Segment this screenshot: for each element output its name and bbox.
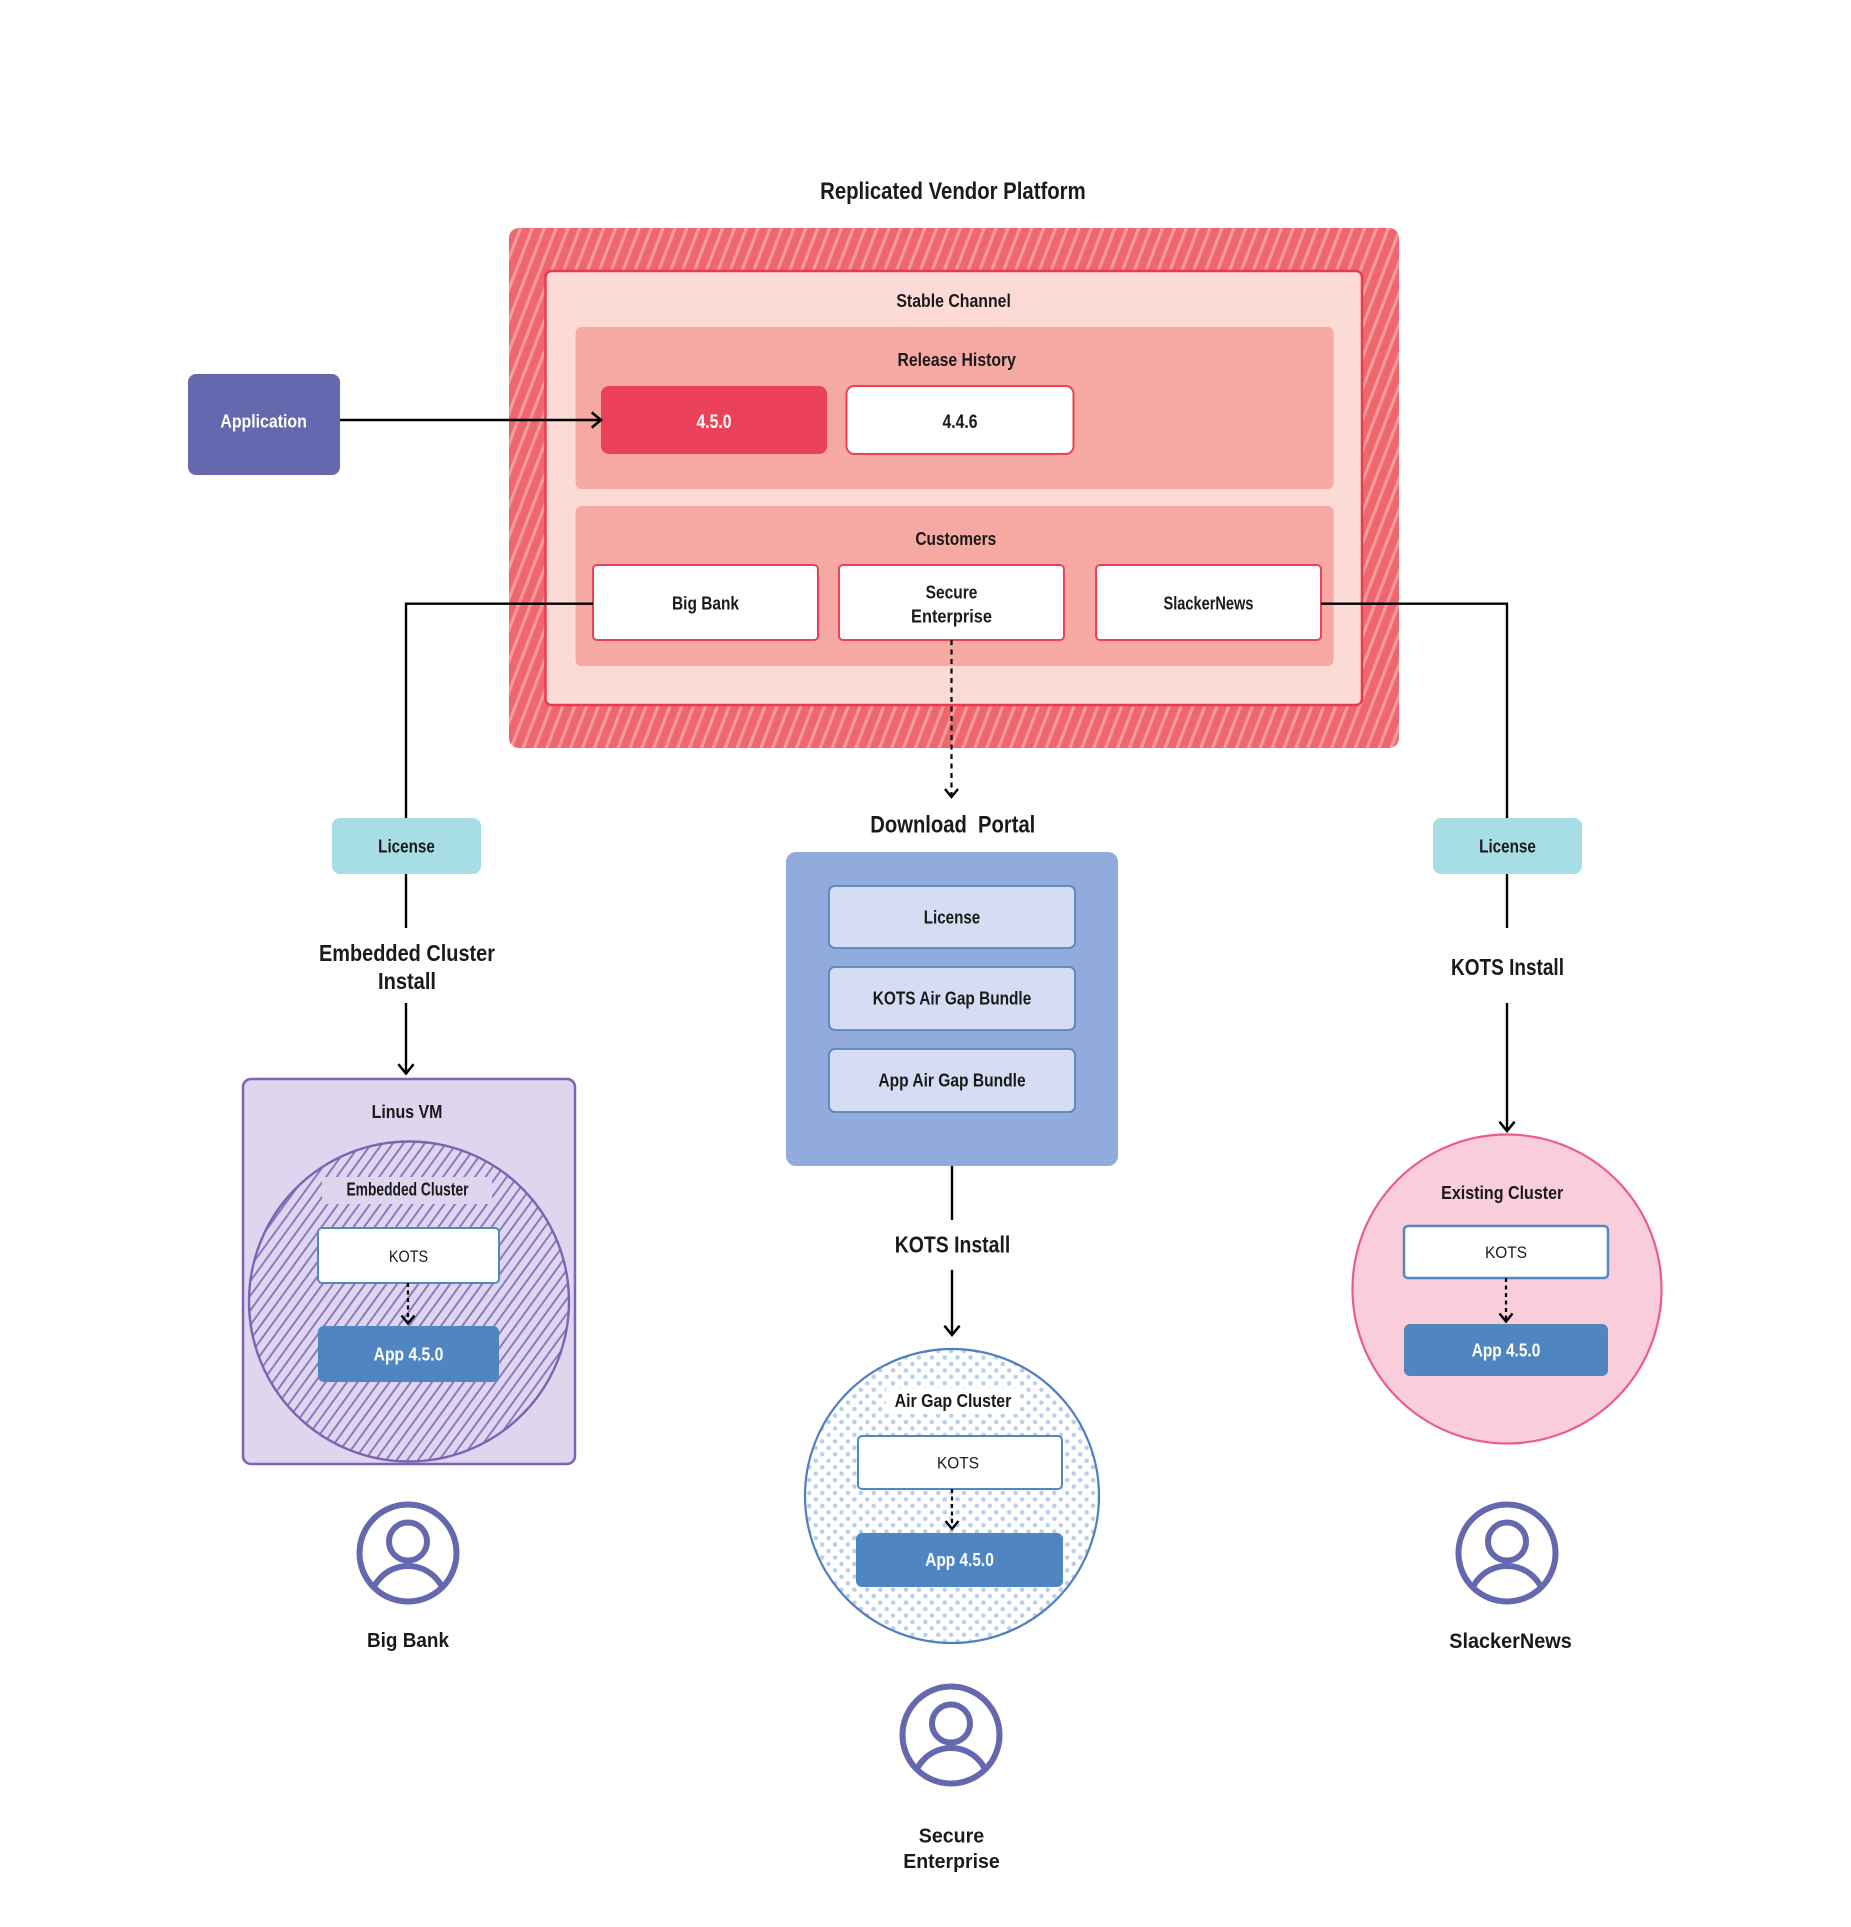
svg-text:Embedded Cluster: Embedded Cluster xyxy=(346,1179,468,1199)
svg-text:KOTS: KOTS xyxy=(937,1454,979,1473)
svg-text:SlackerNews: SlackerNews xyxy=(1449,1630,1572,1653)
svg-text:4.4.6: 4.4.6 xyxy=(943,412,978,433)
svg-text:Big Bank: Big Bank xyxy=(672,594,740,614)
svg-text:Linus VM: Linus VM xyxy=(372,1101,443,1122)
svg-text:Application: Application xyxy=(220,412,307,432)
svg-text:Secure: Secure xyxy=(919,1826,984,1848)
svg-text:KOTS: KOTS xyxy=(1485,1243,1527,1262)
svg-text:Big Bank: Big Bank xyxy=(367,1630,450,1652)
svg-text:Enterprise: Enterprise xyxy=(911,607,992,627)
svg-text:Customers: Customers xyxy=(915,528,996,549)
svg-text:License: License xyxy=(378,837,435,857)
svg-text:Existing Cluster: Existing Cluster xyxy=(1441,1183,1563,1203)
svg-text:App Air Gap Bundle: App Air Gap Bundle xyxy=(878,1071,1025,1091)
svg-text:Air Gap Cluster: Air Gap Cluster xyxy=(895,1391,1012,1411)
svg-text:License: License xyxy=(1479,837,1536,857)
svg-text:App 4.5.0: App 4.5.0 xyxy=(374,1345,444,1365)
svg-text:KOTS Install: KOTS Install xyxy=(1451,954,1564,980)
svg-text:Embedded Cluster: Embedded Cluster xyxy=(319,940,495,966)
svg-text:App 4.5.0: App 4.5.0 xyxy=(1472,1341,1541,1361)
svg-text:KOTS Install: KOTS Install xyxy=(895,1231,1011,1257)
svg-text:License: License xyxy=(924,908,981,928)
svg-text:Secure: Secure xyxy=(926,583,978,603)
svg-text:Replicated Vendor Platform: Replicated Vendor Platform xyxy=(820,178,1086,205)
svg-text:SlackerNews: SlackerNews xyxy=(1164,594,1254,614)
svg-text:Enterprise: Enterprise xyxy=(903,1851,1000,1873)
svg-text:KOTS: KOTS xyxy=(389,1247,428,1266)
svg-text:Install: Install xyxy=(378,968,436,994)
svg-text:Stable Channel: Stable Channel xyxy=(896,290,1011,311)
svg-text:App 4.5.0: App 4.5.0 xyxy=(925,1550,994,1570)
svg-text:Download Portal: Download Portal xyxy=(870,812,1035,839)
svg-text:KOTS Air Gap Bundle: KOTS Air Gap Bundle xyxy=(873,989,1032,1009)
svg-text:Release History: Release History xyxy=(898,349,1017,370)
svg-text:4.5.0: 4.5.0 xyxy=(697,412,732,433)
